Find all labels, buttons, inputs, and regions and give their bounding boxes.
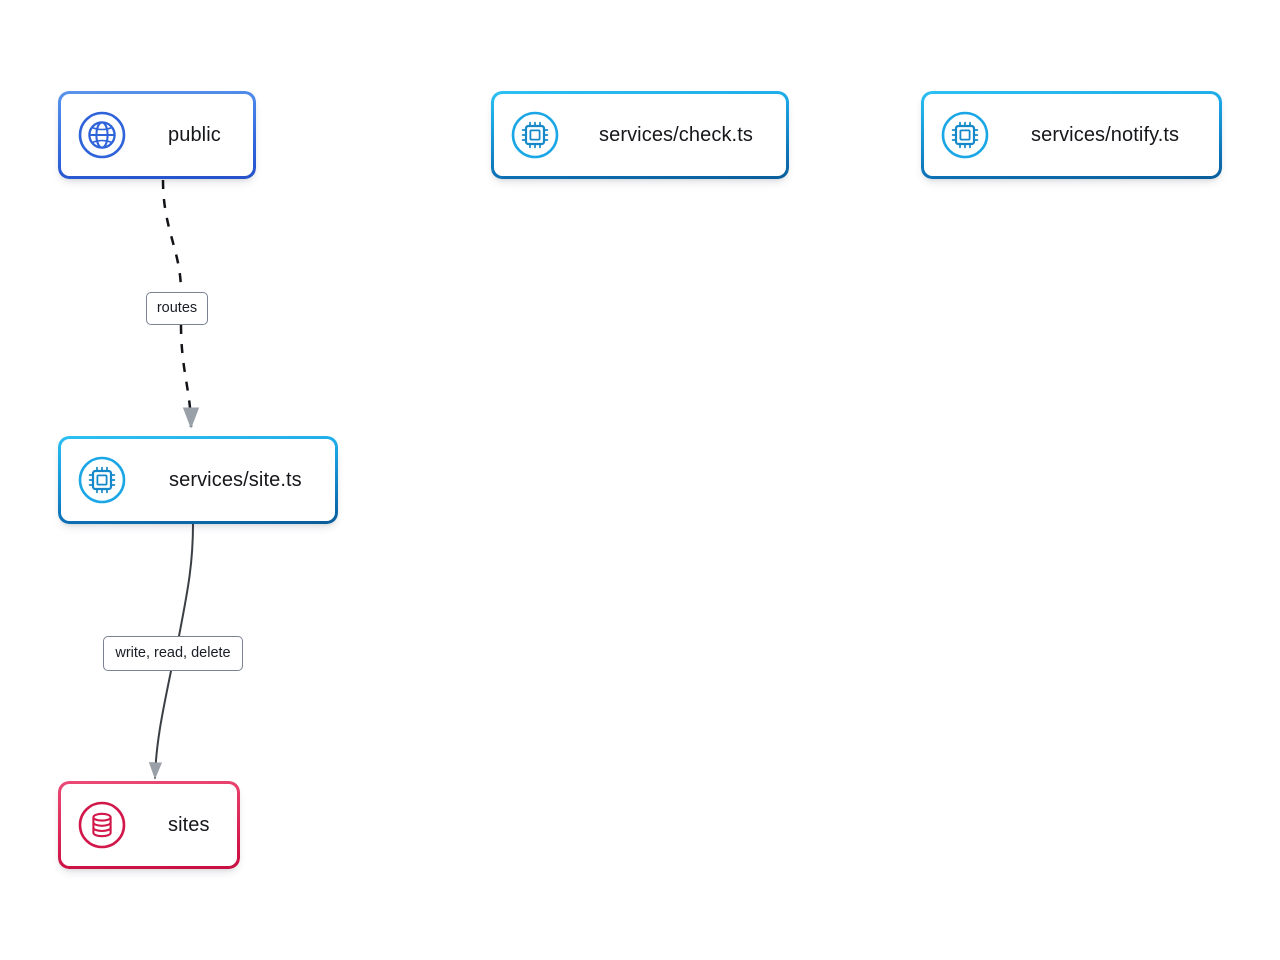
database-icon [78, 801, 126, 849]
edge-label-write-read-delete: write, read, delete [103, 636, 243, 671]
edge-public-to-site-tail [179, 324, 200, 429]
edge-label-routes: routes [146, 292, 208, 325]
edge-label-routes-text: routes [156, 300, 198, 317]
edge-site-to-sites-tail [148, 670, 172, 780]
edge-site-to-sites [178, 523, 194, 637]
node-services-site-ts[interactable]: services/site.ts [58, 436, 338, 524]
node-services-notify-ts[interactable]: services/notify.ts [921, 91, 1222, 179]
node-services-check-ts-label: services/check.ts [599, 124, 753, 146]
edge-public-to-site [161, 179, 183, 293]
chip-icon [941, 111, 989, 159]
node-services-site-ts-label: services/site.ts [169, 469, 302, 491]
globe-icon [78, 111, 126, 159]
node-public[interactable]: public [58, 91, 256, 179]
chip-icon [78, 456, 126, 504]
node-sites[interactable]: sites [58, 781, 240, 869]
node-sites-label: sites [168, 814, 210, 836]
edge-label-write-read-delete-text: write, read, delete [115, 645, 231, 662]
node-public-label: public [168, 124, 221, 146]
chip-icon [511, 111, 559, 159]
node-services-check-ts[interactable]: services/check.ts [491, 91, 789, 179]
node-services-notify-ts-label: services/notify.ts [1031, 124, 1180, 146]
